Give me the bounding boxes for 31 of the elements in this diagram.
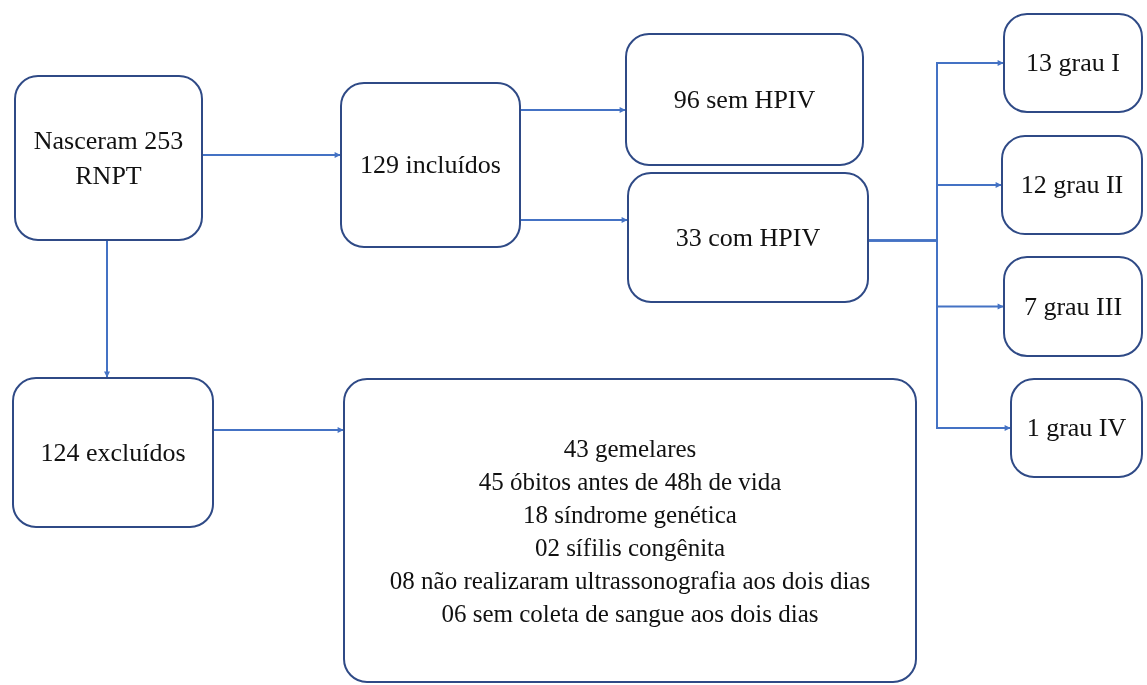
box-text: 45 óbitos antes de 48h de vida xyxy=(478,466,782,497)
box-text: 7 grau III xyxy=(1023,290,1123,323)
box-text: 13 grau I xyxy=(1026,47,1120,80)
box-text: 02 sífilis congênita xyxy=(534,532,726,563)
arrow xyxy=(202,152,341,158)
box-text: 43 gemelares xyxy=(563,433,697,464)
arrow xyxy=(104,240,110,378)
process-box xyxy=(340,82,521,248)
process-box xyxy=(12,377,214,528)
process-box xyxy=(1001,135,1143,235)
process-box xyxy=(625,33,864,166)
process-box xyxy=(627,172,869,303)
box-text: 18 síndrome genética xyxy=(523,499,737,530)
box-text: 129 incluídos xyxy=(360,149,501,182)
box-text: 96 sem HPIV xyxy=(673,83,816,116)
process-box xyxy=(1010,378,1143,478)
process-box xyxy=(343,378,917,683)
process-box xyxy=(1003,256,1143,357)
box-text: 1 grau IV xyxy=(1026,412,1127,445)
arrow xyxy=(520,217,628,223)
box-text: 33 com HPIV xyxy=(675,221,821,254)
process-box xyxy=(14,75,203,241)
box-text: Nasceram 253 RNPT xyxy=(32,124,185,192)
process-box xyxy=(1003,13,1143,113)
box-text: 124 excluídos xyxy=(40,436,186,469)
arrow xyxy=(868,239,1011,431)
box-text: 08 não realizaram ultrassonografia aos dois dias xyxy=(389,565,871,596)
arrow xyxy=(520,107,626,113)
box-text: 12 grau II xyxy=(1020,169,1124,202)
arrow xyxy=(213,427,344,433)
box-text: 06 sem coleta de sangue aos dois dias xyxy=(441,598,819,629)
